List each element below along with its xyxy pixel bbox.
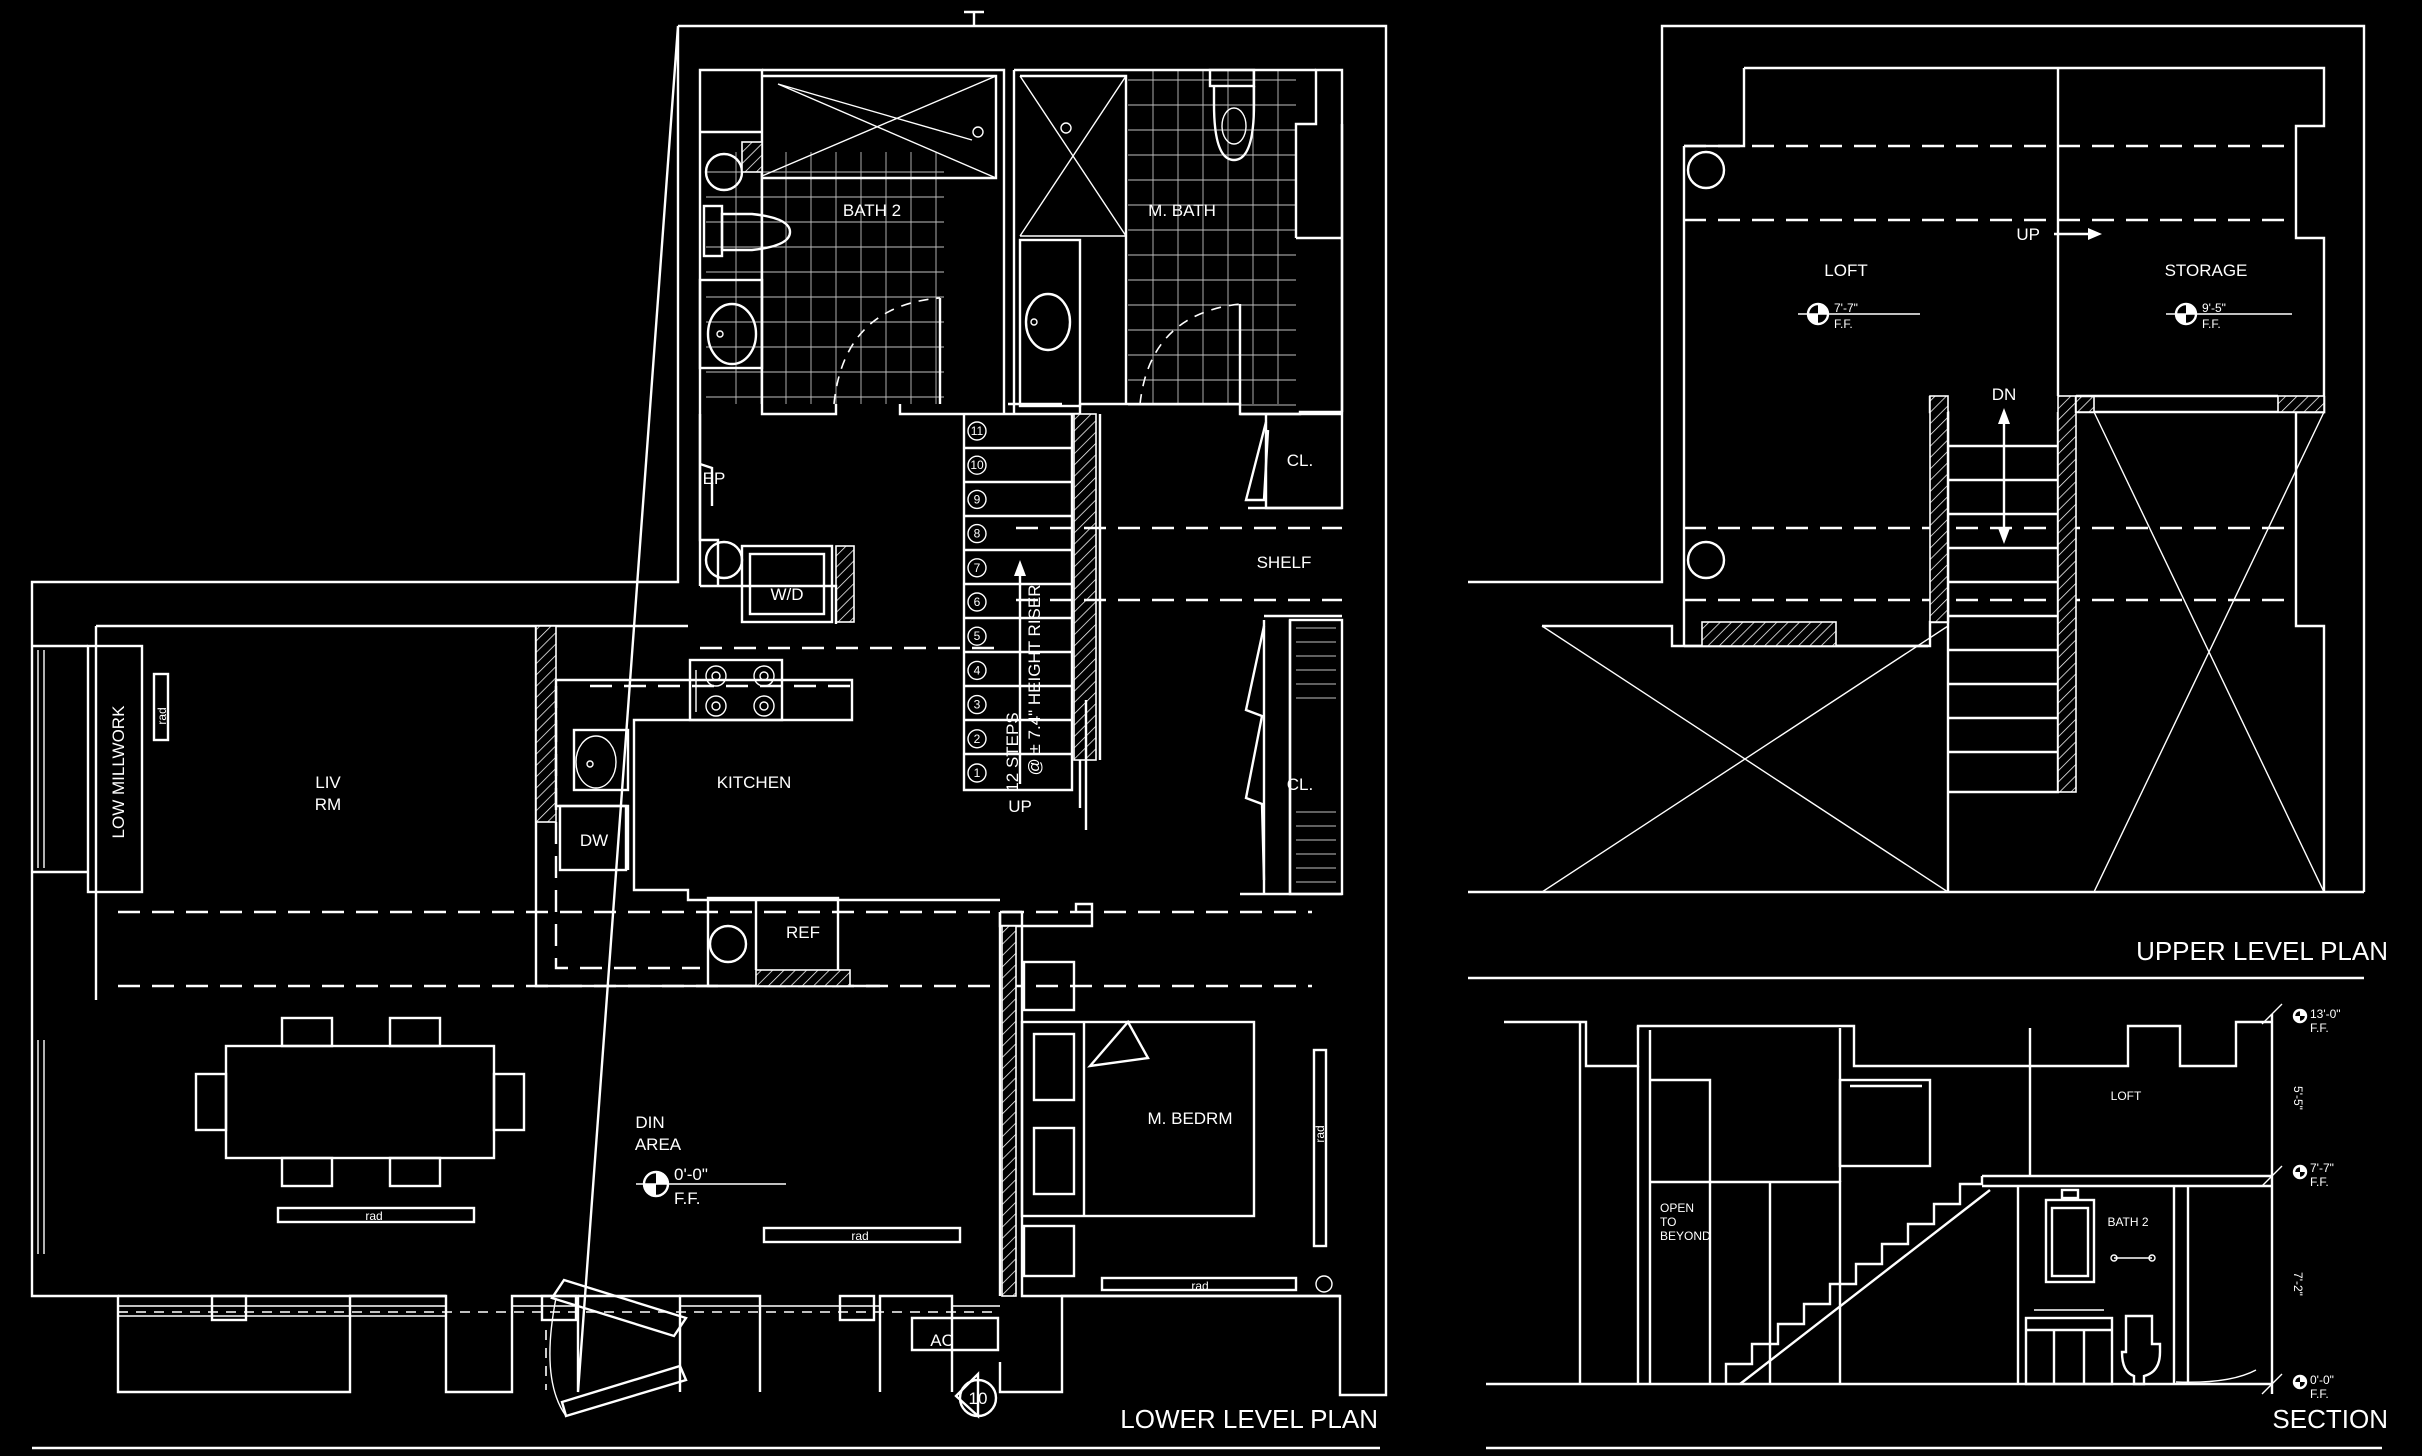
room-label-rm: RM [315, 795, 341, 814]
storage-elevation-marker [2166, 302, 2292, 326]
stair-step-number: 9 [974, 492, 981, 506]
section-open-label-3: BEYOND [1660, 1229, 1711, 1243]
section-level-mid-ff: F.F. [2310, 1175, 2329, 1189]
lower-elevation-marker [636, 1170, 786, 1198]
bath2-tile-grid [706, 152, 944, 404]
mbath-tile-grid [1128, 70, 1296, 406]
room-label-liv: LIV [315, 773, 341, 792]
lower-stair [962, 413, 1102, 830]
stair-steps-label: 12 STEPS [1003, 712, 1022, 791]
stair-step-circle [967, 558, 987, 578]
section-marker-bottom [2292, 1374, 2308, 1390]
section-open-label-1: OPEN [1660, 1201, 1694, 1215]
upper-dn-label: DN [1992, 385, 2017, 404]
upper-level-plan-title: UPPER LEVEL PLAN [2136, 936, 2388, 966]
rad-label-living: rad [155, 707, 169, 724]
stair-step-circle [967, 455, 987, 475]
stair-step-circle [967, 660, 987, 681]
section-level-bottom-value: 0'-0" [2310, 1373, 2334, 1387]
upper-level-plan [1468, 24, 2366, 980]
stair-step-number: 7 [974, 561, 981, 575]
room-label-bath2: BATH 2 [843, 201, 901, 220]
lower-level-plan-title: LOWER LEVEL PLAN [1120, 1404, 1378, 1434]
stair-step-circle [967, 763, 987, 783]
room-label-dw: DW [580, 831, 608, 850]
stair-step-number: 2 [974, 732, 981, 746]
stair-step-circle [967, 489, 987, 510]
low-millwork-label: LOW MILLWORK [109, 705, 128, 839]
rad-label-bedroom-side: rad [1313, 1125, 1327, 1142]
section-dim-upper: 5'-5" [2291, 1086, 2305, 1110]
room-label-mbath: M. BATH [1148, 201, 1216, 220]
upper-storage-label: STORAGE [2165, 261, 2248, 280]
rad-label-bedroom: rad [1191, 1279, 1208, 1293]
section-dim-lower: 7'-2" [2291, 1272, 2305, 1296]
upper-loft-label: LOFT [1824, 261, 1867, 280]
stair-step-circle [967, 694, 987, 715]
loft-elevation-marker [1798, 302, 1920, 326]
stair-step-circle [967, 592, 987, 612]
section-level-mid-value: 7'-7" [2310, 1161, 2334, 1175]
room-label-cl-1: CL. [1287, 451, 1313, 470]
room-label-mbedrm: M. BEDRM [1148, 1109, 1233, 1128]
section-open-label-2: TO [1660, 1215, 1676, 1229]
upper-loft-elev: 7'-7" [1834, 301, 1858, 315]
lower-level-plan [30, 10, 1388, 1450]
section-level-bottom-ff: F.F. [2310, 1387, 2329, 1401]
stair-step-circle [967, 626, 987, 646]
section-marker-top [2292, 1008, 2308, 1024]
lower-elevation-ff: F.F. [674, 1189, 700, 1208]
section-loft-label: LOFT [2111, 1089, 2142, 1103]
room-label-ep: EP [703, 469, 726, 488]
room-label-ref: REF [786, 923, 820, 942]
rad-label-dining-2: rad [851, 1229, 868, 1243]
room-label-kitchen: KITCHEN [717, 773, 792, 792]
labels: BATH 2 M. BATH EP W/D LIV RM LOW MILLWOR… [109, 201, 2388, 1434]
room-label-area: AREA [635, 1135, 682, 1154]
stair-riser-label: @ ± 7.4" HEIGHT RISER [1025, 584, 1044, 775]
stair-step-number: 4 [974, 663, 981, 677]
upper-storage-elev: 9'-5" [2202, 301, 2226, 315]
north-marker-number: 10 [969, 1389, 988, 1408]
room-label-cl-2: CL. [1287, 775, 1313, 794]
room-label-ac: AC [930, 1331, 954, 1350]
stair-step-number: 3 [974, 698, 981, 712]
section-level-top-value: 13'-0" [2310, 1007, 2341, 1021]
dining-table [194, 1016, 526, 1188]
section-level-top-ff: F.F. [2310, 1021, 2329, 1035]
stair-step-number: 8 [974, 527, 981, 541]
upper-up-label: UP [2016, 225, 2040, 244]
stair-step-number: 6 [974, 595, 981, 609]
stair-step-numbers: 11 10 9 8 7 6 5 4 3 2 1 [967, 421, 987, 783]
upper-loft-ff: F.F. [1834, 317, 1853, 331]
room-label-wd: W/D [770, 585, 803, 604]
upper-storage-ff: F.F. [2202, 317, 2221, 331]
stair-step-number: 11 [971, 424, 984, 438]
stair-step-circle [967, 523, 987, 544]
stair-step-number: 1 [974, 766, 981, 780]
section [1486, 1003, 2382, 1450]
stair-step-circle [967, 729, 987, 749]
stair-step-number: 5 [974, 629, 981, 643]
room-label-din: DIN [635, 1113, 664, 1132]
section-marker-mid [2292, 1164, 2308, 1180]
lower-elevation-value: 0'-0" [674, 1165, 708, 1184]
stair-step-number: 10 [970, 458, 984, 472]
section-title: SECTION [2272, 1404, 2388, 1434]
stair-step-circle [967, 421, 987, 441]
room-label-shelf: SHELF [1257, 553, 1312, 572]
stair-up-label: UP [1008, 797, 1032, 816]
section-bath2-label: BATH 2 [2107, 1215, 2148, 1229]
rad-label-dining: rad [365, 1209, 382, 1223]
